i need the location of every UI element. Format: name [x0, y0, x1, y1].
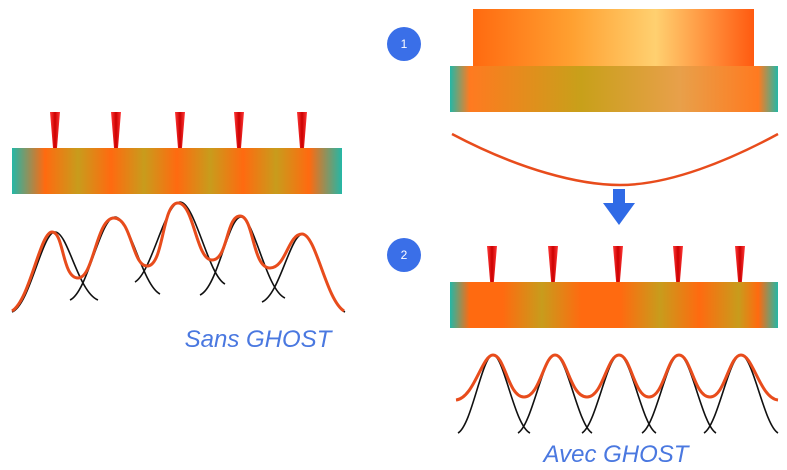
marker-pin [735, 246, 745, 292]
black-profile [69, 216, 161, 301]
marker-pin [613, 246, 623, 292]
step-2: 2 [387, 238, 779, 434]
marker-pin [673, 246, 683, 292]
right-gradient-bar [450, 282, 778, 328]
top-block [473, 9, 754, 67]
avec-ghost-caption: Avec GHOST [542, 441, 691, 465]
base-bar [450, 66, 778, 112]
marker-pin [548, 246, 558, 292]
down-arrow-icon [603, 189, 635, 225]
correction-curve [451, 132, 779, 187]
red-envelope [11, 201, 345, 313]
marker-pin [297, 112, 307, 160]
right-panel: 1 2 [387, 9, 779, 468]
marker-pin [111, 112, 121, 160]
left-profiles [11, 201, 346, 313]
red-envelope [455, 353, 779, 402]
right-markers [487, 246, 745, 292]
sans-ghost-caption: Sans GHOST [185, 326, 334, 353]
step-1: 1 [387, 9, 779, 187]
black-profile [199, 216, 286, 299]
step-2-badge [387, 238, 421, 272]
step-1-badge [387, 27, 421, 61]
marker-pin [487, 246, 497, 292]
step-1-number: 1 [401, 37, 408, 51]
marker-pin [234, 112, 244, 160]
left-panel: Sans GHOST [11, 112, 346, 353]
black-profile [134, 201, 226, 285]
step-2-number: 2 [401, 248, 408, 262]
left-markers [50, 112, 307, 160]
marker-pin [175, 112, 185, 160]
right-profiles [455, 353, 779, 434]
left-gradient-bar [12, 148, 342, 194]
marker-pin [50, 112, 60, 160]
black-profile [261, 233, 346, 313]
